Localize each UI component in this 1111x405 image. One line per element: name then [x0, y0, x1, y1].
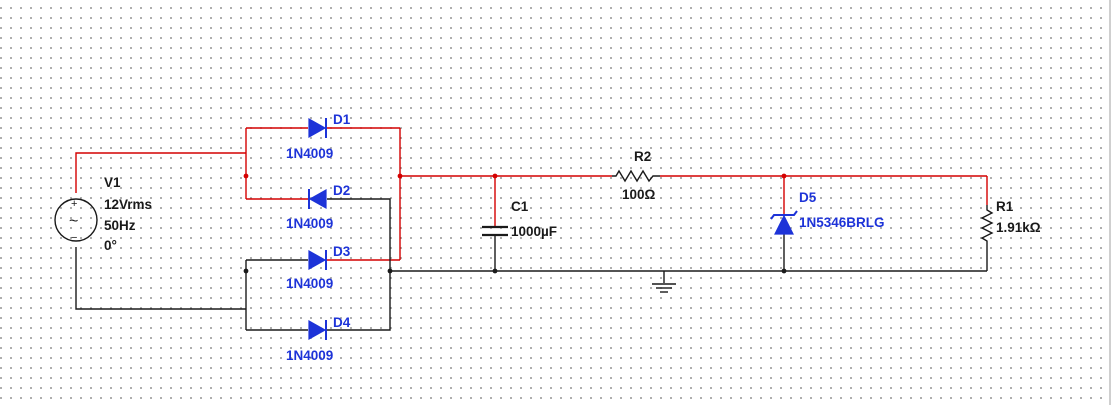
wire-d2-right[interactable] — [327, 198, 391, 271]
resistor-r2[interactable]: R2 100Ω — [612, 149, 660, 202]
source-plus-sign: + — [71, 198, 77, 210]
zener-cathode-bar — [770, 210, 798, 220]
zener-diode-icon — [774, 214, 794, 235]
zener-diode-d5[interactable]: D5 1N5346BRLG — [770, 190, 885, 235]
diode-d1-icon — [308, 117, 327, 139]
junction-dot — [397, 173, 403, 179]
diode-d2-part: 1N4009 — [286, 216, 333, 231]
wire-d4-right[interactable] — [327, 271, 391, 331]
source-phase-label: 0° — [104, 238, 117, 253]
diode-d1-part: 1N4009 — [286, 146, 333, 161]
diode-d1[interactable]: D1 1N4009 — [286, 112, 351, 161]
diode-d2-icon — [308, 188, 327, 210]
diode-d4-icon — [308, 319, 327, 341]
diode-d3-icon — [308, 249, 327, 271]
diode-d1-ref: D1 — [333, 112, 351, 127]
ac-source-icon — [54, 198, 98, 242]
capacitor-value: 1000µF — [511, 224, 557, 239]
ground-symbol-icon[interactable] — [652, 283, 676, 293]
capacitor-ref: C1 — [511, 199, 529, 214]
source-voltage-label: 12Vrms — [104, 197, 152, 212]
resistor-r2-value: 100Ω — [622, 187, 656, 202]
diode-d3[interactable]: D3 1N4009 — [286, 244, 351, 291]
diode-d3-part: 1N4009 — [286, 276, 333, 291]
diode-d3-ref: D3 — [333, 244, 351, 259]
junction-dot — [387, 268, 393, 274]
resistor-r2-ref: R2 — [634, 149, 651, 164]
junction-dot — [781, 268, 787, 274]
diode-d4-part: 1N4009 — [286, 348, 333, 363]
diode-d4[interactable]: D4 1N4009 — [286, 315, 351, 363]
zener-part: 1N5346BRLG — [799, 215, 885, 230]
wires — [75, 127, 988, 331]
source-ref-label: V1 — [104, 175, 121, 190]
diode-d2-ref: D2 — [333, 183, 350, 198]
wire-v1-positive[interactable] — [75, 152, 246, 193]
junction-dot — [243, 268, 249, 274]
resistor-r1[interactable]: R1 1.91kΩ — [980, 199, 1041, 248]
resistor-r1-ref: R1 — [996, 199, 1014, 214]
resistor-r1-value: 1.91kΩ — [996, 220, 1041, 235]
sine-wave-icon: ~ — [69, 213, 78, 230]
junction-dot — [492, 173, 498, 179]
resistor-r1-icon — [980, 205, 994, 248]
diode-d2[interactable]: D2 1N4009 — [286, 183, 350, 231]
zener-ref: D5 — [799, 190, 817, 205]
resistor-r2-icon — [612, 169, 660, 183]
junction-dot — [243, 173, 249, 179]
source-minus-sign: − — [71, 232, 77, 244]
wire-v1-negative[interactable] — [75, 247, 246, 310]
ac-source-v1[interactable]: + − ~ V1 12Vrms 50Hz 0° — [54, 175, 152, 253]
source-frequency-label: 50Hz — [104, 218, 136, 233]
junction-dot — [781, 173, 787, 179]
junction-dot — [492, 268, 498, 274]
canvas-right-border — [1109, 0, 1111, 405]
diode-d4-ref: D4 — [333, 315, 351, 330]
junctions — [243, 173, 787, 274]
capacitor-c1[interactable]: C1 1000µF — [482, 199, 557, 239]
